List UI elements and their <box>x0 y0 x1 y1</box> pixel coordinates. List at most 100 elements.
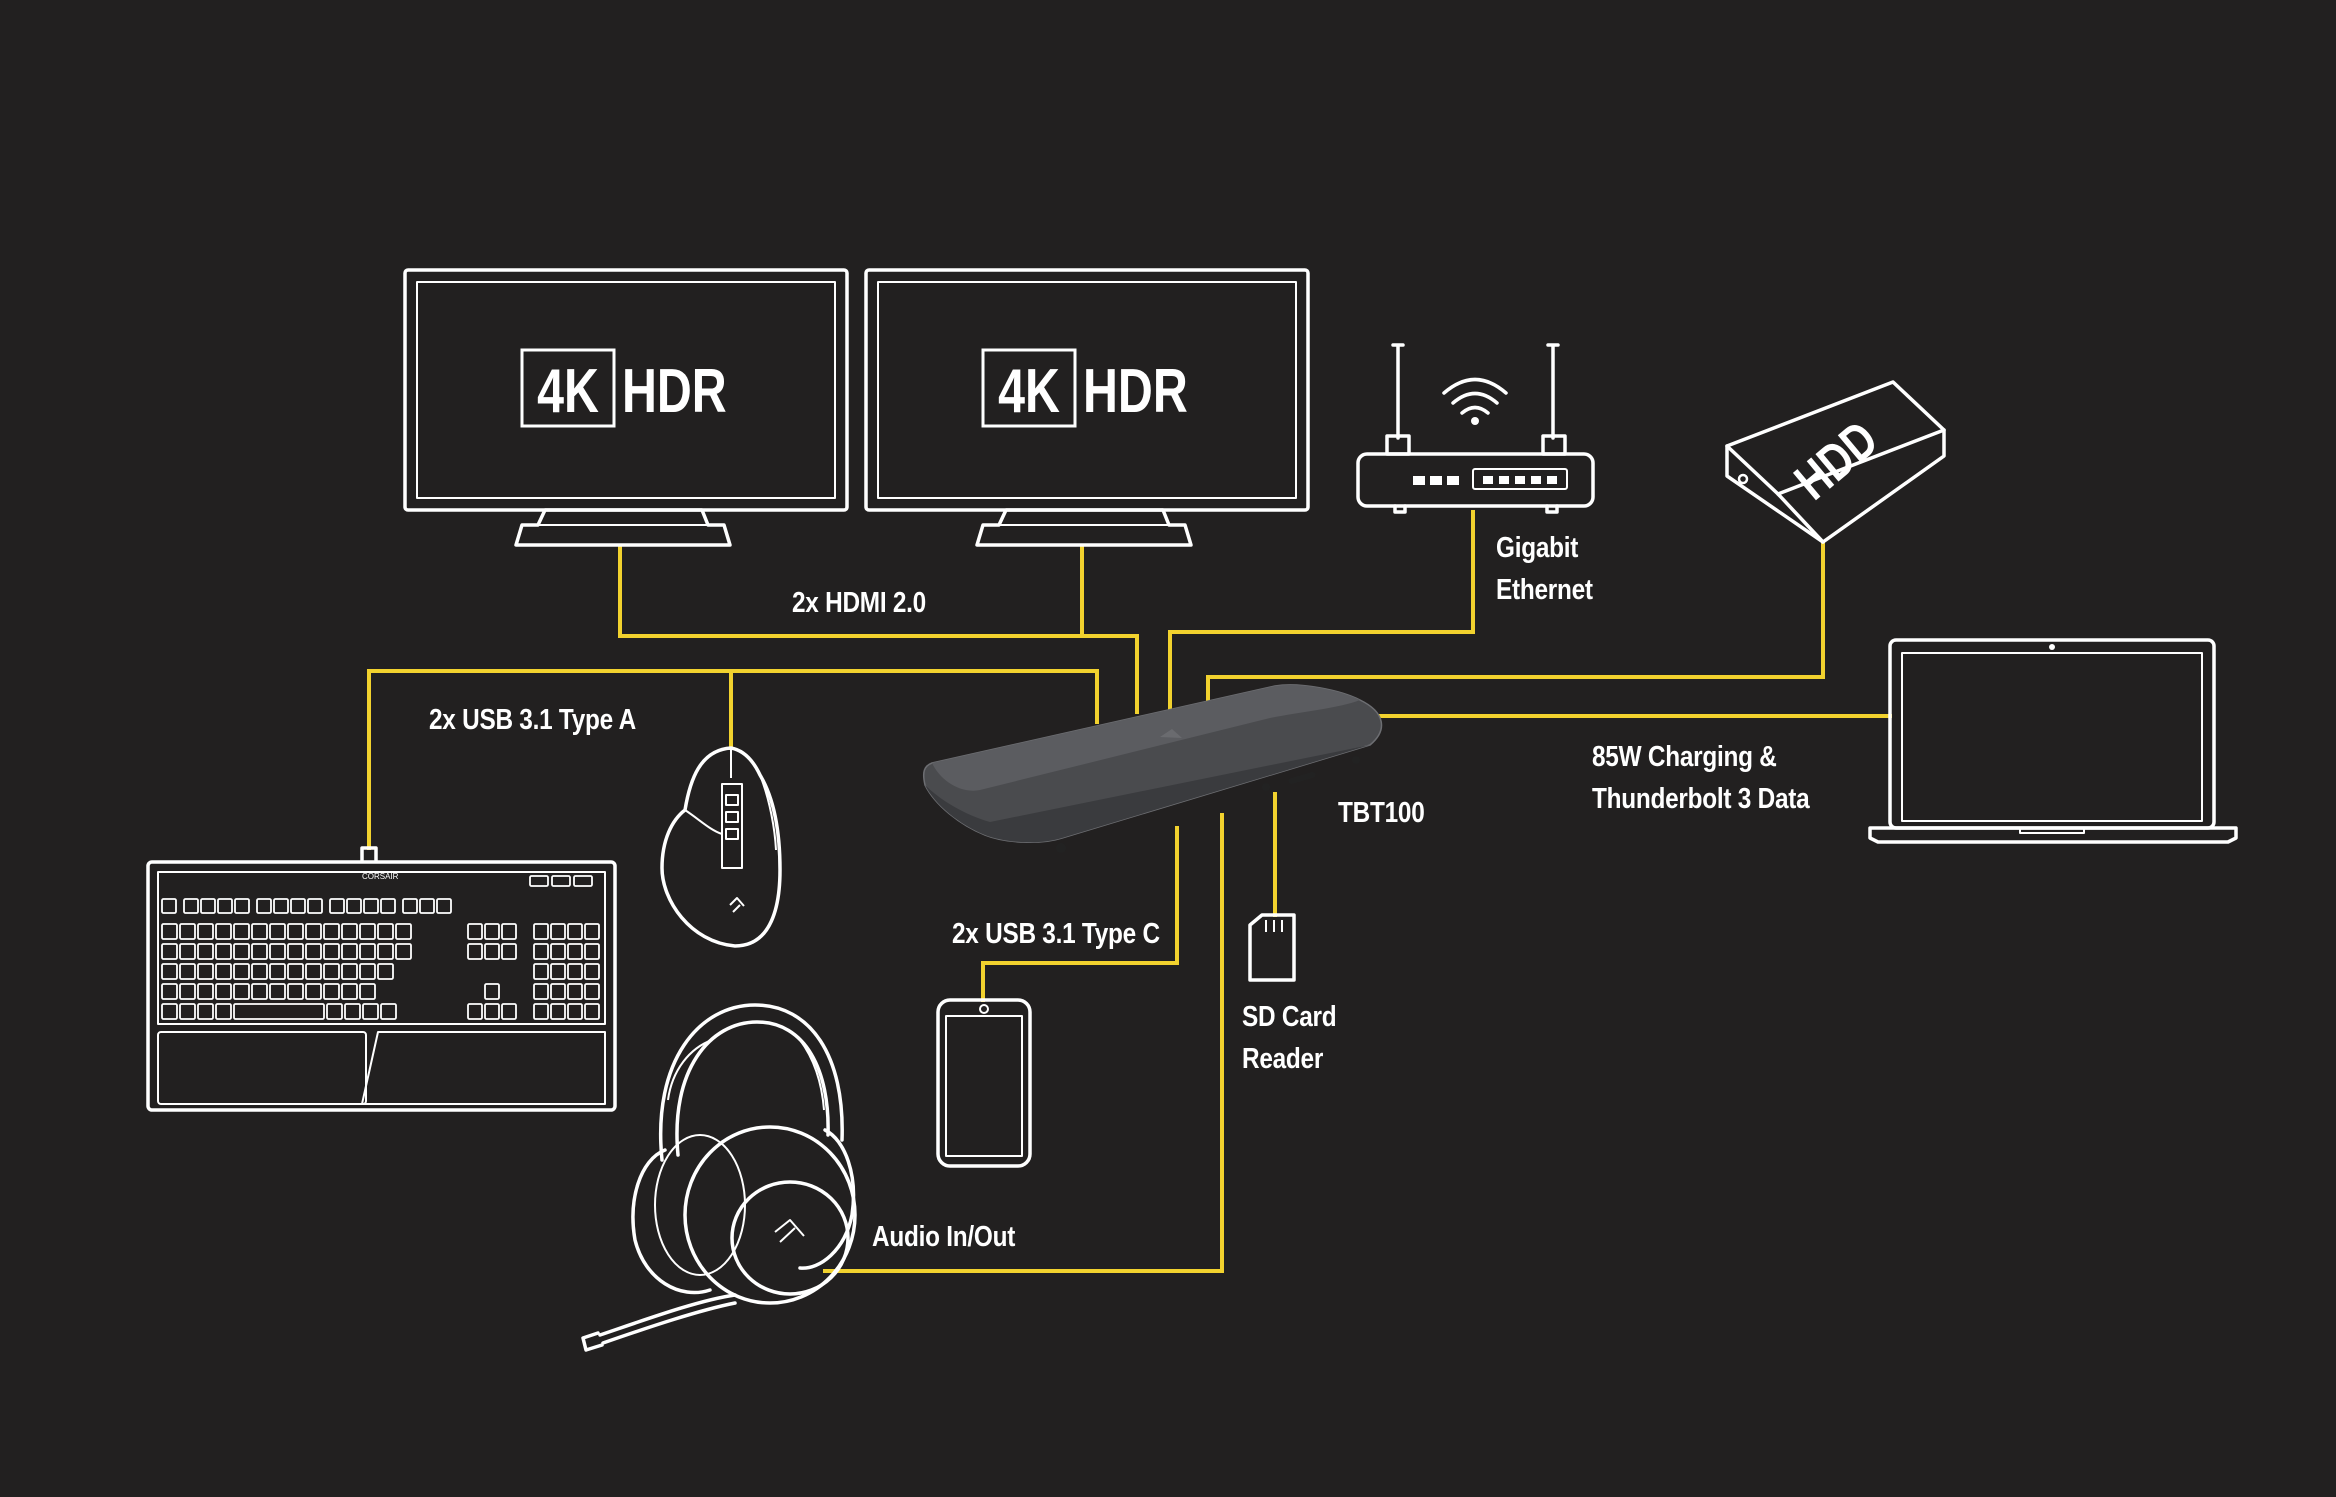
keyboard-key <box>377 963 394 980</box>
keyboard-key <box>584 943 600 960</box>
keyboard-key <box>215 943 232 960</box>
cable-hdmi-1 <box>618 546 1139 714</box>
hdd-icon: HDD <box>1725 380 1946 544</box>
keyboard-key <box>436 898 452 914</box>
cable-hdd <box>1206 540 1825 702</box>
keyboard-key <box>567 963 583 980</box>
keyboard-key <box>179 923 196 940</box>
keyboard-key <box>341 943 358 960</box>
keyboard-key <box>550 923 566 940</box>
keyboard-key <box>567 943 583 960</box>
keyboard-key <box>467 1003 483 1020</box>
keyboard-key <box>326 1003 343 1020</box>
keyboard-key <box>362 1003 379 1020</box>
keyboard-key <box>197 923 214 940</box>
keyboard-key <box>344 1003 361 1020</box>
laptop-icon <box>1868 638 2238 844</box>
keyboard-key <box>251 983 268 1000</box>
phone-icon <box>936 998 1032 1168</box>
keyboard-key <box>233 983 250 1000</box>
keyboard-key <box>161 943 178 960</box>
keyboard-key <box>179 1003 196 1020</box>
keyboard-key <box>329 898 345 914</box>
resolution-badge: 4K <box>998 356 1060 425</box>
keyboard-key <box>287 963 304 980</box>
keyboard-key <box>359 923 376 940</box>
keyboard-key <box>550 963 566 980</box>
cable-ethernet <box>1168 510 1475 710</box>
keyboard-key <box>183 898 199 914</box>
keyboard-key <box>395 943 412 960</box>
hdr-label: HDR <box>622 356 727 425</box>
cable-usb-c <box>981 826 1179 1002</box>
dock-label: TBT100 <box>1338 797 1425 829</box>
keyboard-key <box>584 923 600 940</box>
keyboard-key <box>179 983 196 1000</box>
keyboard-key <box>584 963 600 980</box>
keyboard-key <box>233 923 250 940</box>
usb-c-label: 2x USB 3.1 Type C <box>952 918 1160 950</box>
keyboard-key <box>359 983 376 1000</box>
keyboard-key <box>323 943 340 960</box>
dock-icon <box>922 684 1383 853</box>
keyboard-key <box>269 943 286 960</box>
headset-icon <box>581 1003 857 1352</box>
sd-label-line1: SD Card <box>1242 1001 1337 1033</box>
ethernet-label-line1: Gigabit <box>1496 532 1579 564</box>
keyboard-key <box>550 943 566 960</box>
wifi-icon <box>1442 377 1508 425</box>
monitor-left: 4K HDR <box>403 268 849 547</box>
keyboard-key <box>584 1003 600 1020</box>
keyboard-key <box>305 923 322 940</box>
keyboard-key <box>215 1003 232 1020</box>
keyboard-key <box>501 1003 517 1020</box>
keyboard-key <box>215 963 232 980</box>
keyboard-key <box>217 898 233 914</box>
keyboard-key <box>359 943 376 960</box>
keyboard-key <box>533 1003 549 1020</box>
keyboard-key <box>484 1003 500 1020</box>
keyboard-key <box>161 923 178 940</box>
hdr-label: HDR <box>1083 356 1188 425</box>
usb-a-label: 2x USB 3.1 Type A <box>429 704 636 736</box>
keyboard-key <box>197 963 214 980</box>
keyboard-key <box>273 898 289 914</box>
keyboard-key <box>484 983 500 1000</box>
keyboard-key <box>161 898 177 914</box>
keyboard-key <box>363 898 379 914</box>
resolution-badge-box <box>520 348 616 428</box>
keyboard-key <box>533 963 549 980</box>
keyboard-key <box>197 943 214 960</box>
keyboard-key <box>323 963 340 980</box>
monitor-icon <box>403 268 849 547</box>
keyboard-key <box>380 898 396 914</box>
keyboard-key <box>551 875 571 887</box>
keyboard-key <box>287 923 304 940</box>
keyboard-key <box>501 923 517 940</box>
cable-group <box>367 510 1892 1273</box>
keyboard-key <box>533 943 549 960</box>
keyboard-key <box>467 923 483 940</box>
keyboard-key <box>550 1003 566 1020</box>
keyboard-key <box>305 963 322 980</box>
keyboard-key <box>179 963 196 980</box>
keyboard-key <box>233 943 250 960</box>
keyboard-key <box>161 1003 178 1020</box>
hdmi-label: 2x HDMI 2.0 <box>792 587 926 619</box>
keyboard-key <box>234 898 250 914</box>
keyboard-key <box>550 983 566 1000</box>
keyboard-key <box>323 923 340 940</box>
keyboard-key <box>419 898 435 914</box>
keyboard-key <box>377 923 394 940</box>
mouse-icon <box>660 746 782 948</box>
keyboard-key <box>197 1003 214 1020</box>
keyboard-key <box>161 983 178 1000</box>
keyboard-key <box>233 963 250 980</box>
keyboard-key <box>251 963 268 980</box>
svg-text:CORSAIR: CORSAIR <box>362 872 399 881</box>
resolution-badge: 4K <box>537 356 599 425</box>
keyboard-key <box>395 923 412 940</box>
keyboard-key <box>467 943 483 960</box>
cable-audio <box>823 813 1224 1273</box>
